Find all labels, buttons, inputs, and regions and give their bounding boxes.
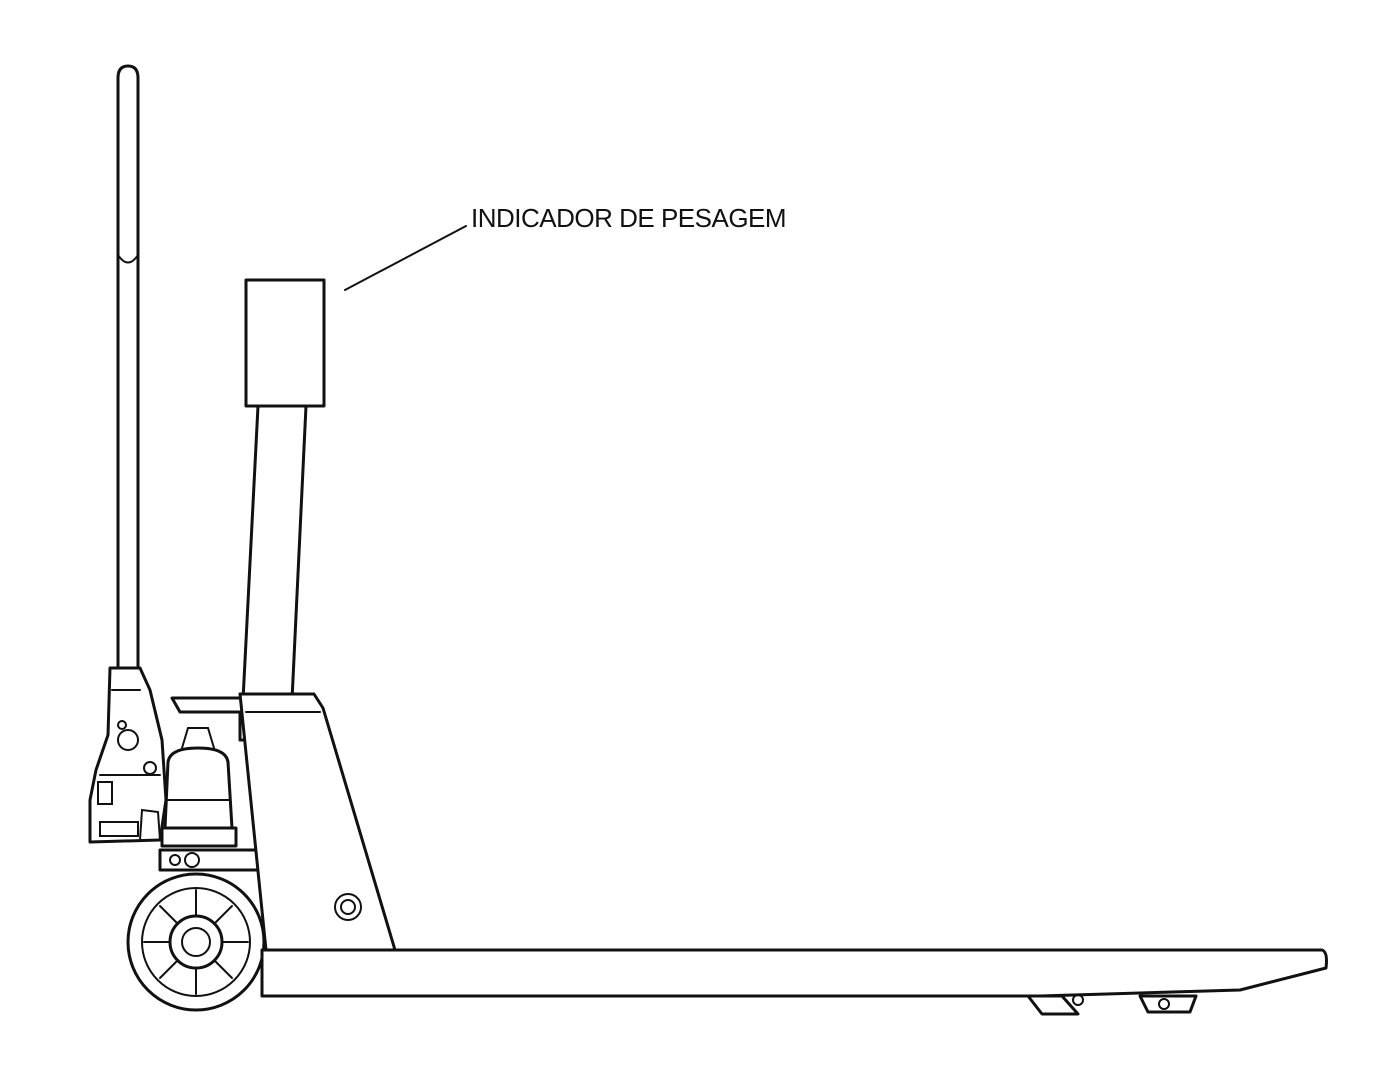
fork [260,948,1328,998]
indicator-column [241,404,308,702]
weighing-indicator-box [244,278,326,408]
tiller-handle [116,64,140,702]
hydraulic-cylinder [158,696,260,872]
chassis-frame [238,692,397,952]
pump-mechanism [88,666,168,844]
steering-wheel [126,872,266,1012]
fork-rollers [1026,994,1198,1016]
callout-label-weighing-indicator: INDICADOR DE PESAGEM [471,203,787,233]
callout-leader-line [344,225,467,291]
